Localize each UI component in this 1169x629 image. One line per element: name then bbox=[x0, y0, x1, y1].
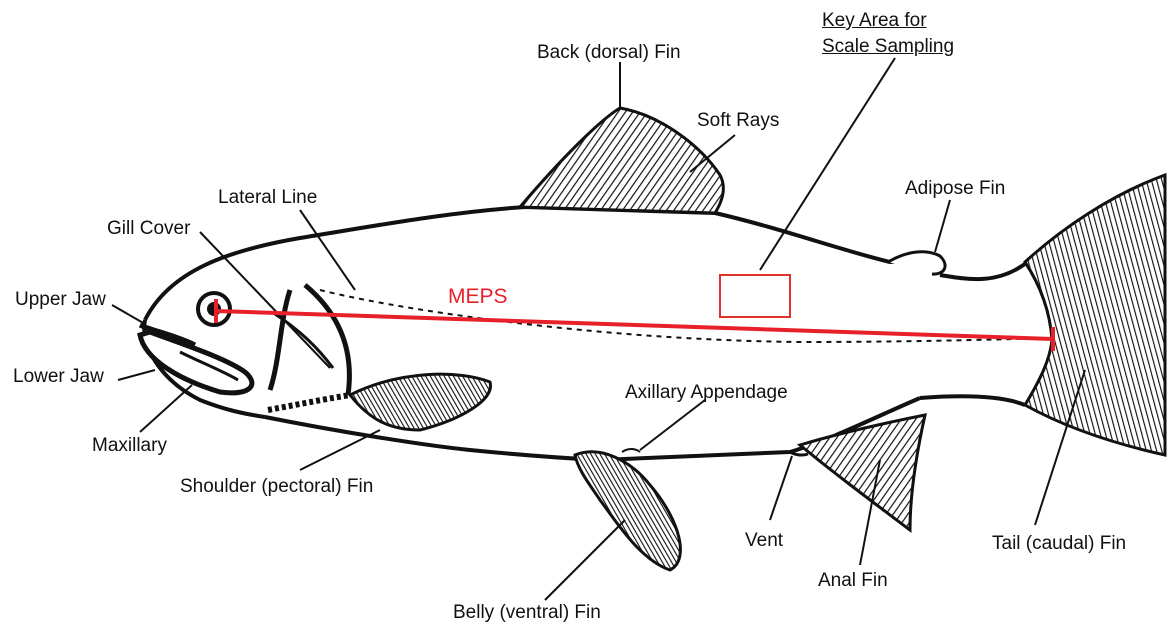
soft-rays-label: Soft Rays bbox=[697, 110, 779, 132]
shoulder-pectoral-fin-label: Shoulder (pectoral) Fin bbox=[180, 476, 373, 498]
dorsal-fin bbox=[520, 108, 723, 213]
anal-fin bbox=[800, 415, 925, 530]
back-dorsal-fin-label: Back (dorsal) Fin bbox=[537, 42, 681, 64]
tail-caudal-fin-label: Tail (caudal) Fin bbox=[992, 533, 1126, 555]
fish-body-outline bbox=[145, 207, 920, 320]
vent-label: Vent bbox=[745, 530, 783, 552]
meps-measurement bbox=[216, 299, 1053, 351]
gill-cover-label: Gill Cover bbox=[107, 218, 190, 240]
tail-fin bbox=[1025, 175, 1165, 455]
adipose-fin bbox=[888, 252, 945, 274]
axillary-appendage-label: Axillary Appendage bbox=[625, 382, 788, 404]
gill-cover-arc-1 bbox=[270, 290, 290, 390]
gill-rays-bottom bbox=[268, 395, 350, 410]
peduncle-lower bbox=[920, 396, 1025, 405]
belly-ventral-fin-label: Belly (ventral) Fin bbox=[453, 602, 601, 624]
pelvic-fin bbox=[575, 452, 680, 570]
pectoral-fin bbox=[350, 374, 490, 430]
gill-cover-arc-2 bbox=[305, 285, 349, 395]
peduncle-upper bbox=[940, 260, 1030, 279]
lower-jaw-label: Lower Jaw bbox=[13, 366, 104, 388]
meps-label: MEPS bbox=[448, 286, 508, 308]
lower-jaw-shape bbox=[140, 332, 252, 393]
lateral-line-label: Lateral Line bbox=[218, 187, 317, 209]
maxillary-label: Maxillary bbox=[92, 435, 167, 457]
key-area-label-line1: Key Area for bbox=[822, 10, 927, 32]
key-area-box bbox=[720, 275, 790, 317]
anal-fin-label: Anal Fin bbox=[818, 570, 888, 592]
adipose-fin-label: Adipose Fin bbox=[905, 178, 1005, 200]
axillary-appendage-shape bbox=[622, 449, 640, 452]
upper-jaw-label: Upper Jaw bbox=[15, 289, 106, 311]
vent-mark bbox=[790, 452, 808, 455]
key-area-label-line2: Scale Sampling bbox=[822, 36, 954, 58]
